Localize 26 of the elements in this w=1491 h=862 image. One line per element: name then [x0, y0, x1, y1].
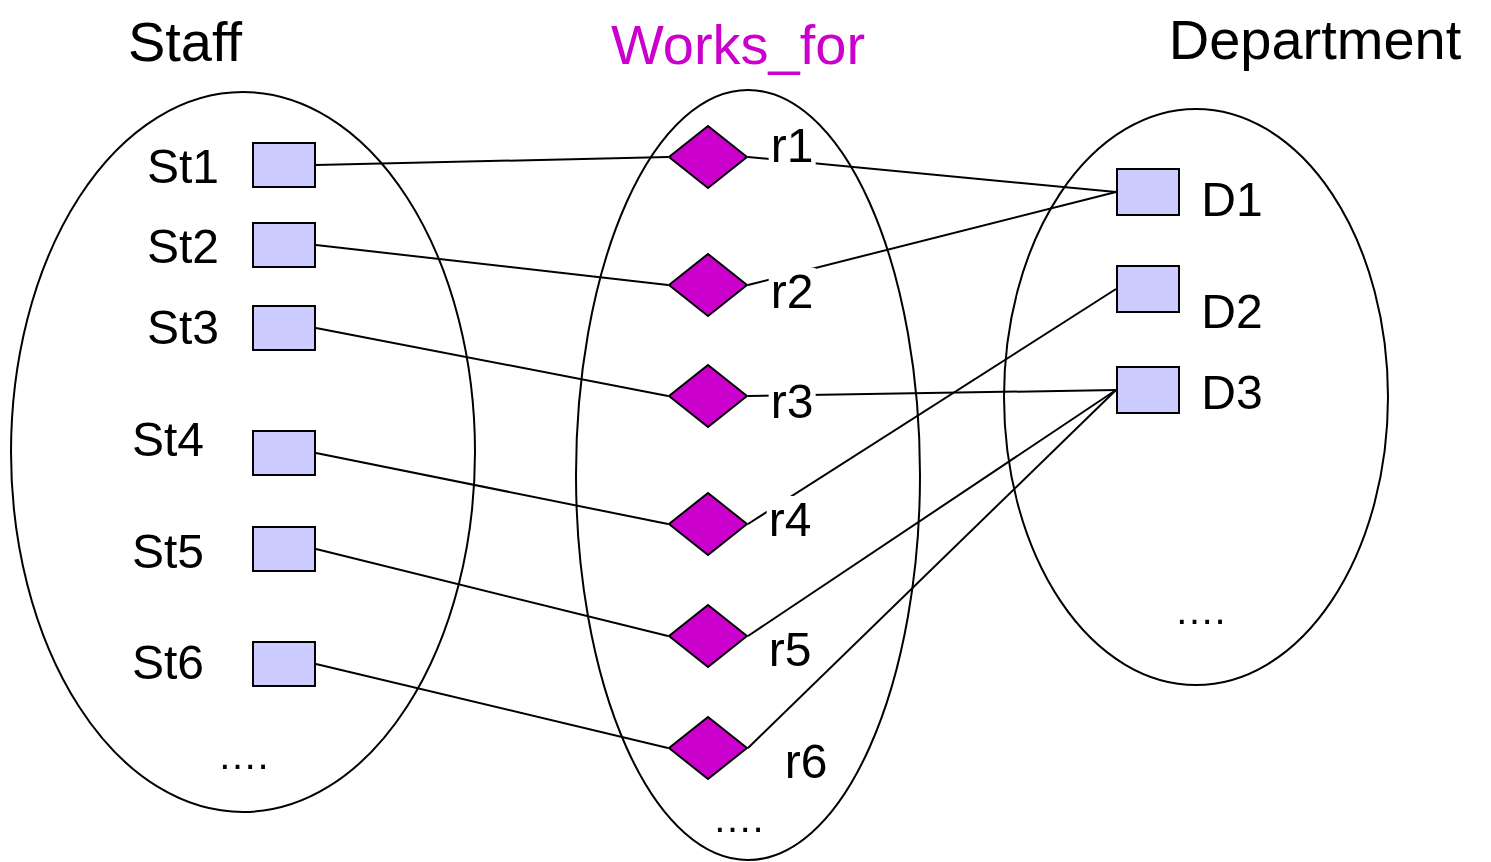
connector-line — [315, 548, 669, 637]
entity-square — [252, 641, 316, 687]
entity-square — [252, 430, 316, 476]
ellipsis-mark: …. — [1174, 590, 1226, 630]
connector-line — [747, 288, 1117, 525]
connector-line — [747, 389, 1117, 637]
connector-line — [315, 452, 669, 525]
connector-line — [747, 389, 1117, 749]
entity-square — [1116, 366, 1180, 414]
entity-square — [252, 305, 316, 351]
connector-line — [315, 156, 669, 166]
entity-square — [1116, 265, 1180, 313]
connector-line — [747, 389, 1117, 397]
connector-line — [315, 327, 669, 397]
connector-line — [747, 191, 1117, 286]
entity-square — [252, 142, 316, 188]
connector-line — [747, 156, 1117, 193]
entity-square — [252, 222, 316, 268]
entity-square — [252, 526, 316, 572]
ellipsis-mark: …. — [712, 798, 764, 838]
entity-square — [1116, 168, 1180, 216]
connector-line — [315, 663, 669, 749]
set-title: Staff — [127, 14, 243, 70]
ellipsis-mark: …. — [217, 735, 269, 775]
connector-line — [315, 244, 669, 286]
set-title: Works_for — [610, 17, 866, 73]
